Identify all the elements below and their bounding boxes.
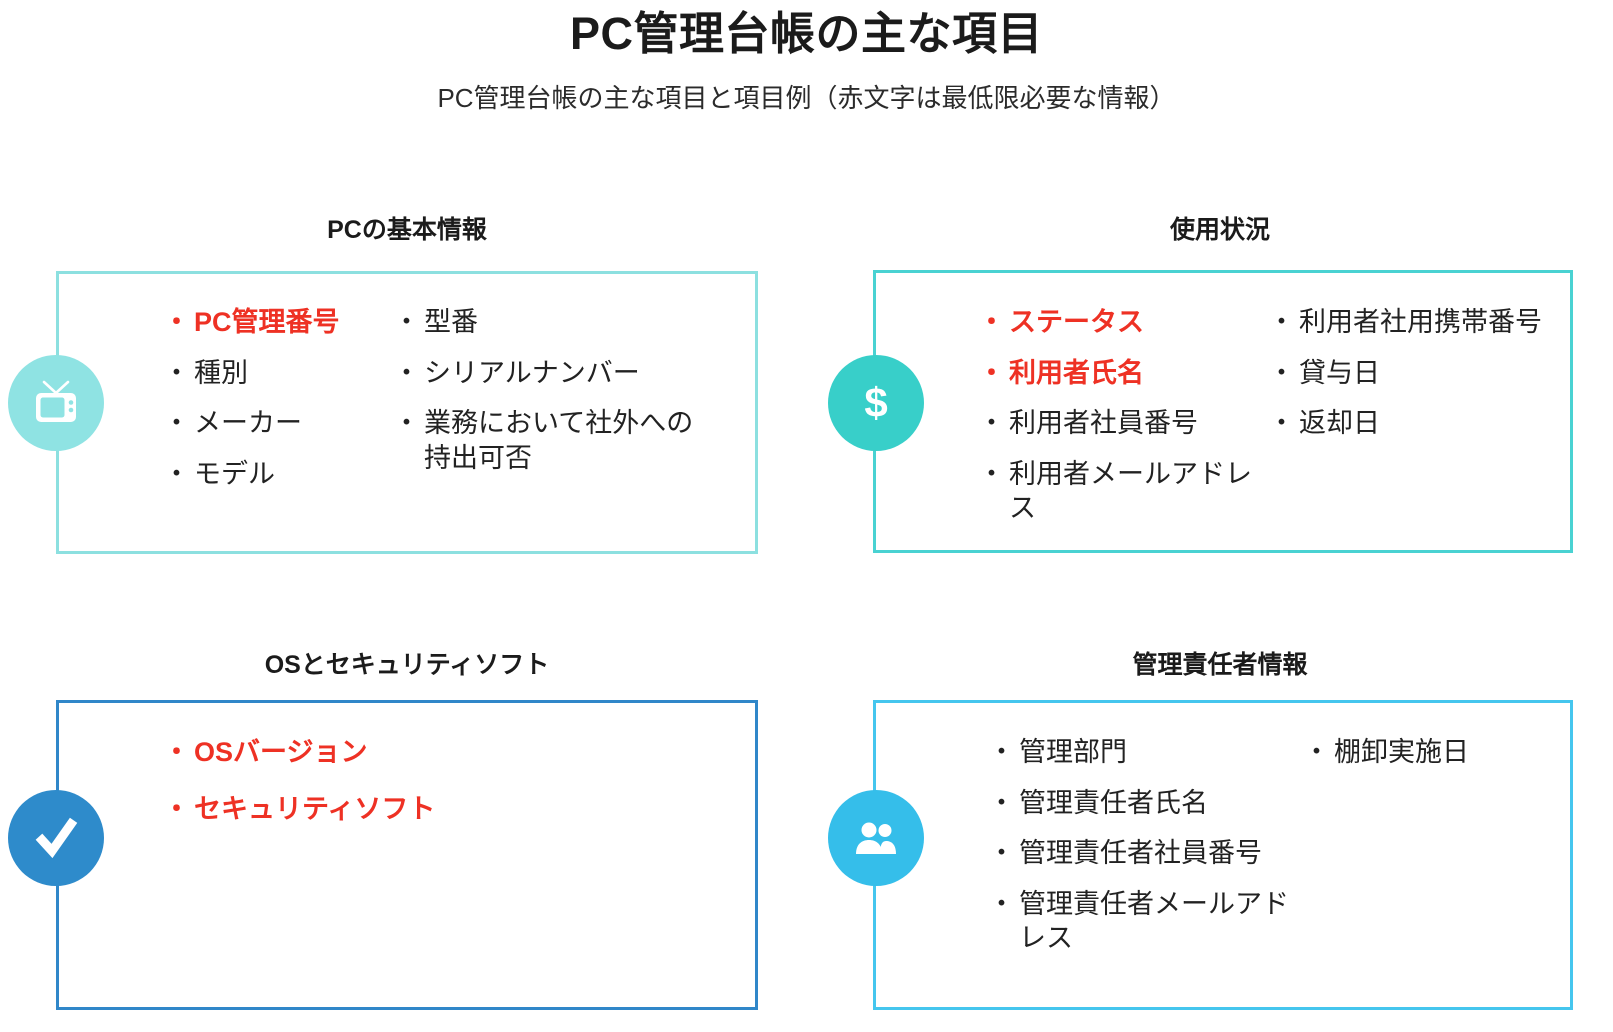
bullet-glyph: ・ <box>978 408 1005 439</box>
list-item: ・OSバージョン <box>163 735 663 770</box>
list-item: ・貸与日 <box>1268 356 1598 391</box>
card-heading-manager-info: 管理責任者情報 <box>1132 651 1308 679</box>
list-item: ・メーカー <box>163 406 393 441</box>
card-pc-basic-info: PCの基本情報 ・PC管理番号 ・種別 ・メーカー ・モデル ・型番 ・シリアル… <box>0 200 790 570</box>
list-item: ・型番 <box>393 305 713 340</box>
card-box-pc-basic-info <box>56 271 758 554</box>
list-item: ・管理責任者社員番号 <box>988 836 1303 871</box>
bullet-glyph: ・ <box>978 357 1005 388</box>
dollar-sign-icon: $ <box>828 355 924 451</box>
field-list-os-security: ・OSバージョン ・セキュリティソフト <box>163 735 743 848</box>
card-os-security: OSとセキュリティソフト ・OSバージョン ・セキュリティソフト <box>0 635 790 1032</box>
bullet-glyph: ・ <box>988 838 1015 869</box>
list-item-label: 管理責任者氏名 <box>1019 787 1208 818</box>
list-item-label: 貸与日 <box>1299 357 1380 388</box>
field-column-left: ・ステータス ・利用者氏名 ・利用者社員番号 ・利用者メールアドレス <box>978 305 1268 542</box>
bullet-glyph: ・ <box>163 357 190 388</box>
bullet-glyph: ・ <box>988 737 1015 767</box>
list-item-label: 返却日 <box>1299 408 1380 439</box>
bullet-glyph: ・ <box>163 458 190 489</box>
list-item-label: 業務において社外への 持出可否 <box>424 408 694 473</box>
list-item-label: ステータス <box>1009 307 1144 337</box>
list-item: ・利用者社員番号 <box>978 406 1268 441</box>
field-column-right: ・棚卸実施日 <box>1303 735 1583 972</box>
field-column-right: ・利用者社用携帯番号 ・貸与日 ・返却日 <box>1268 305 1598 542</box>
list-item-label: モデル <box>194 458 275 489</box>
list-item: ・利用者氏名 <box>978 356 1268 391</box>
bullet-glyph: ・ <box>393 357 420 388</box>
check-mark-icon <box>8 790 104 886</box>
bullet-glyph: ・ <box>163 737 190 767</box>
list-item-label: OSバージョン <box>194 737 368 767</box>
bullet-glyph: ・ <box>1303 737 1330 767</box>
list-item: ・返却日 <box>1268 406 1598 441</box>
bullet-glyph: ・ <box>1268 408 1295 439</box>
list-item-label: 利用者メールアドレス <box>1009 458 1252 524</box>
list-item-label: PC管理番号 <box>194 307 340 337</box>
list-item-label: 種別 <box>194 357 248 388</box>
field-column-left: ・PC管理番号 ・種別 ・メーカー ・モデル <box>163 305 393 507</box>
bullet-glyph: ・ <box>978 458 1005 489</box>
list-item-label: 利用者社員番号 <box>1009 408 1198 439</box>
bullet-glyph: ・ <box>1268 357 1295 388</box>
bullet-glyph: ・ <box>988 888 1015 919</box>
field-list-manager-info: ・管理部門 ・管理責任者氏名 ・管理責任者社員番号 ・管理責任者メールアドレス … <box>988 735 1588 972</box>
list-item: ・管理責任者氏名 <box>988 786 1303 821</box>
card-heading-pc-basic-info: PCの基本情報 <box>327 216 487 244</box>
card-heading-os-security: OSとセキュリティソフト <box>264 651 550 679</box>
bullet-glyph: ・ <box>988 787 1015 818</box>
bullet-glyph: ・ <box>163 408 190 439</box>
list-item-label: 利用者氏名 <box>1009 357 1144 388</box>
field-list-pc-basic-info: ・PC管理番号 ・種別 ・メーカー ・モデル ・型番 ・シリアルナンバー ・業務… <box>163 305 743 507</box>
bullet-glyph: ・ <box>393 408 420 439</box>
list-item-label: シリアルナンバー <box>424 357 640 388</box>
list-item: ・管理部門 <box>988 735 1303 770</box>
list-item: ・棚卸実施日 <box>1303 735 1583 770</box>
page-title: PC管理台帳の主な項目 <box>569 8 1043 59</box>
field-column-left: ・管理部門 ・管理責任者氏名 ・管理責任者社員番号 ・管理責任者メールアドレス <box>988 735 1303 972</box>
bullet-glyph: ・ <box>1268 307 1295 337</box>
list-item: ・PC管理番号 <box>163 305 393 340</box>
list-item-label: メーカー <box>194 408 302 439</box>
list-item: ・利用者社用携帯番号 <box>1268 305 1598 340</box>
list-item-label: セキュリティソフト <box>194 793 436 824</box>
bullet-glyph: ・ <box>163 793 190 824</box>
television-icon <box>8 355 104 451</box>
field-column-left: ・OSバージョン ・セキュリティソフト <box>163 735 663 848</box>
list-item-label: 管理部門 <box>1019 737 1127 767</box>
list-item: ・種別 <box>163 356 393 391</box>
bullet-glyph: ・ <box>163 307 190 337</box>
list-item-label: 管理責任者メールアドレス <box>1019 888 1289 954</box>
card-heading-usage-status: 使用状況 <box>1169 216 1270 244</box>
list-item: ・業務において社外への 持出可否 <box>393 406 713 475</box>
people-icon <box>828 790 924 886</box>
card-usage-status: 使用状況 $ ・ステータス ・利用者氏名 ・利用者社員番号 ・利用者メールアドレ… <box>820 200 1613 570</box>
list-item: ・ステータス <box>978 305 1268 340</box>
list-item: ・セキュリティソフト <box>163 792 663 827</box>
list-item: ・利用者メールアドレス <box>978 457 1268 526</box>
list-item: ・モデル <box>163 457 393 492</box>
page-subtitle: PC管理台帳の主な項目と項目例（赤文字は最低限必要な情報） <box>437 83 1176 113</box>
card-manager-info: 管理責任者情報 ・管理部門 ・管理責任者氏名 ・管理責任者社員番号 ・管理責任者… <box>820 635 1613 1032</box>
field-list-usage-status: ・ステータス ・利用者氏名 ・利用者社員番号 ・利用者メールアドレス ・利用者社… <box>978 305 1598 542</box>
list-item-label: 管理責任者社員番号 <box>1019 838 1262 869</box>
bullet-glyph: ・ <box>978 307 1005 337</box>
svg-text:$: $ <box>864 379 887 426</box>
field-column-right: ・型番 ・シリアルナンバー ・業務において社外への 持出可否 <box>393 305 713 507</box>
list-item-label: 型番 <box>424 307 478 337</box>
list-item: ・シリアルナンバー <box>393 356 713 391</box>
bullet-glyph: ・ <box>393 307 420 337</box>
card-box-os-security <box>56 700 758 1010</box>
list-item-label: 利用者社用携帯番号 <box>1299 307 1542 337</box>
list-item: ・管理責任者メールアドレス <box>988 887 1303 956</box>
card-box-manager-info <box>873 700 1573 1010</box>
list-item-label: 棚卸実施日 <box>1334 737 1469 767</box>
